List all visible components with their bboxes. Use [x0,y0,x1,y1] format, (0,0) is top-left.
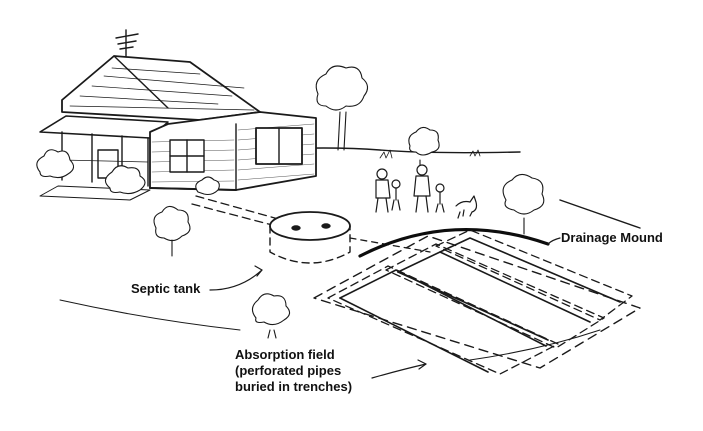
label-arrows [209,237,561,379]
family-figures [375,164,478,219]
house-to-tank-pipe [191,195,283,227]
label-absorption-field: Absorption field (perforated pipes burie… [235,347,352,395]
tank-to-field-pipe [349,237,431,253]
label-absorption-field-line-1: Absorption field [235,347,335,362]
ground-lines [59,147,641,361]
septic-tank-drawing [269,211,351,264]
drainage-mound-arc [358,228,550,258]
label-absorption-field-line-3: buried in trenches) [235,379,353,394]
yard-shrubs [153,173,545,339]
house-drawing [39,29,317,201]
label-septic-tank: Septic tank [131,281,201,296]
label-absorption-field-line-2: (perforated pipes [235,363,342,378]
absorption-field-drawing [313,229,641,375]
house-shrubs [36,149,220,196]
label-drainage-mound: Drainage Mound [561,230,663,245]
